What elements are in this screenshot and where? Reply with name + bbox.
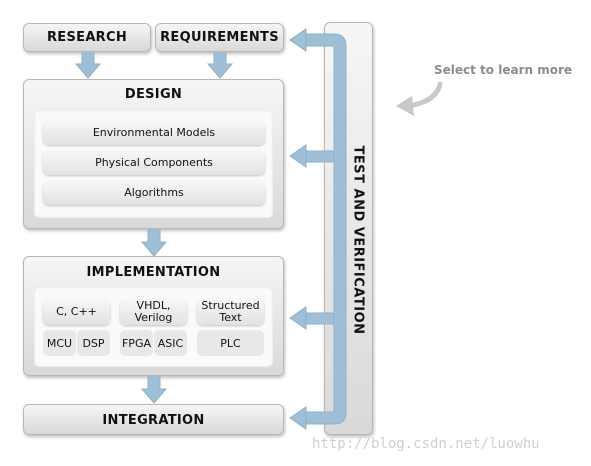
integration-box[interactable]: INTEGRATION — [23, 404, 284, 435]
feedback-rail — [305, 33, 347, 425]
integration-label: INTEGRATION — [102, 413, 205, 428]
impl-group-structured-text[interactable]: Structured Text — [197, 299, 264, 325]
impl-target-fpga[interactable]: FPGA — [120, 330, 153, 356]
test-verification-box[interactable] — [324, 22, 373, 435]
research-label: RESEARCH — [46, 30, 128, 45]
impl-group-vhdl-verilog[interactable]: VHDL, Verilog — [120, 299, 187, 325]
design-label: DESIGN — [124, 87, 183, 102]
impl-target-asic[interactable]: ASIC — [154, 330, 187, 356]
design-item-environmental-models[interactable]: Environmental Models — [43, 121, 265, 145]
design-item-physical-components[interactable]: Physical Components — [43, 151, 265, 175]
implementation-box[interactable]: IMPLEMENTATION C, C++ VHDL, Verilog Stru… — [23, 256, 284, 376]
arrow-to-implementation — [289, 306, 307, 330]
implementation-label: IMPLEMENTATION — [86, 265, 221, 280]
impl-target-plc[interactable]: PLC — [197, 330, 264, 356]
arrow-design-to-implementation — [140, 229, 168, 257]
select-hint: Select to learn more — [434, 63, 573, 77]
research-box[interactable]: RESEARCH — [23, 23, 151, 52]
arrow-to-design — [289, 144, 307, 168]
feedback-branch-implementation — [305, 312, 335, 325]
arrow-to-integration — [289, 406, 307, 430]
arrow-implementation-to-integration — [140, 376, 168, 404]
arrow-requirements-to-design — [206, 52, 234, 79]
arrow-research-to-design — [74, 52, 102, 79]
feedback-branch-design — [305, 150, 335, 163]
impl-group-c-cpp[interactable]: C, C++ — [43, 299, 110, 325]
design-box[interactable]: DESIGN Environmental Models Physical Com… — [23, 79, 284, 229]
arrow-to-requirements — [289, 28, 307, 52]
design-item-algorithms[interactable]: Algorithms — [43, 181, 265, 205]
test-verification-label: TEST AND VERIFICATION — [350, 145, 366, 335]
hint-arrow-icon — [396, 81, 443, 116]
impl-target-mcu[interactable]: MCU — [43, 330, 76, 356]
watermark: http://blog.csdn.net/luowhu — [312, 436, 540, 452]
impl-target-dsp[interactable]: DSP — [77, 330, 110, 356]
requirements-label: REQUIREMENTS — [160, 30, 279, 45]
requirements-box[interactable]: REQUIREMENTS — [155, 23, 284, 52]
